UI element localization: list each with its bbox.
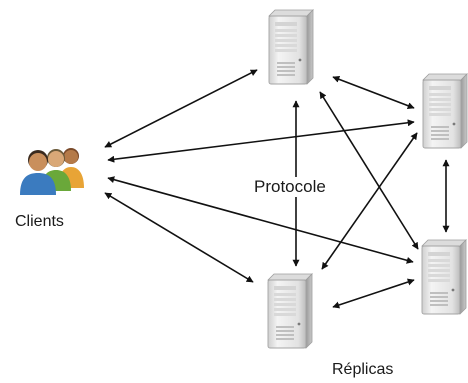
server-icon: [422, 73, 468, 149]
arrow-server-top-server-right-bottom: [319, 91, 419, 250]
clients-label: Clients: [15, 213, 64, 230]
server-icon: [267, 273, 313, 349]
protocol-label: Protocole: [252, 177, 328, 197]
server-icon: [268, 9, 314, 85]
replicas-label: Réplicas: [332, 361, 394, 378]
arrow-clients-server-top: [104, 69, 258, 148]
arrow-server-top-server-right-top: [332, 75, 415, 110]
arrow-clients-server-bottom: [104, 192, 254, 283]
users-group-icon: [20, 148, 84, 195]
arrow-server-bottom-server-right-top: [321, 132, 418, 270]
arrow-server-bottom-server-right-bottom: [332, 278, 415, 309]
server-icon: [421, 239, 467, 315]
arrow-clients-server-right-top: [107, 119, 415, 163]
